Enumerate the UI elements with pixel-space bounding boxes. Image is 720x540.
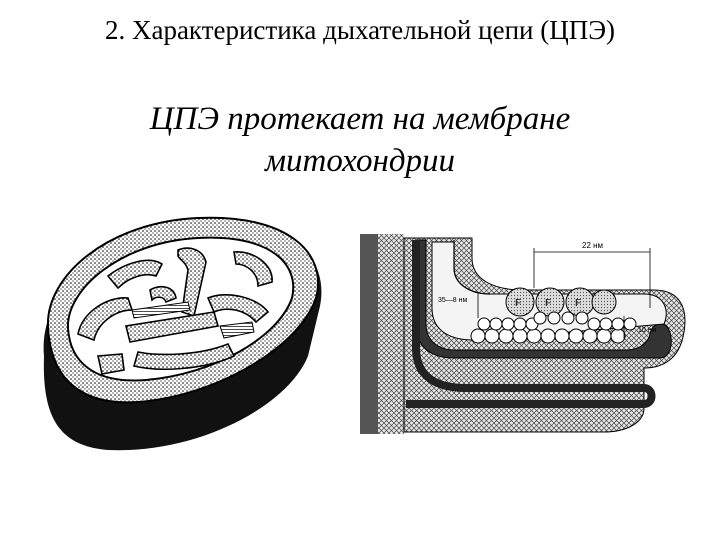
particle-label-2: F bbox=[545, 298, 551, 309]
subtitle-line-1: ЦПЭ протекает на мембране bbox=[149, 101, 571, 137]
subtitle-line-2: митохондрии bbox=[264, 143, 456, 179]
particle-label-3: F bbox=[575, 298, 581, 309]
dimension-label-left: 35—8 нм bbox=[438, 297, 467, 304]
dimension-label-right: 10 нм bbox=[638, 327, 657, 334]
mitochondrion-illustration bbox=[43, 216, 322, 451]
particle-label-1: F bbox=[515, 298, 521, 309]
slide-subtitle: ЦПЭ протекает на мембране митохондрии bbox=[110, 98, 610, 182]
slide-title: 2. Характеристика дыхательной цепи (ЦПЭ) bbox=[104, 15, 616, 45]
dimension-label-width: 22 нм bbox=[582, 241, 603, 250]
membrane-cross-section-illustration: F F F 22 нм 35—8 нм 10 нм bbox=[360, 234, 686, 434]
